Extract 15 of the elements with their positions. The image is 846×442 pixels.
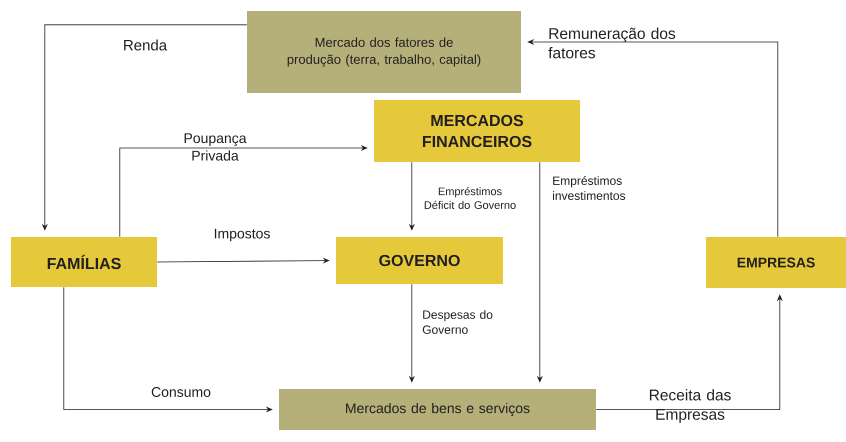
edge-label: Despesas do Governo [422, 310, 492, 334]
edge-label: Remuneração dos fatores [548, 28, 676, 58]
sector-box: EMPRESAS [706, 237, 846, 288]
edge-label: Consumo [152, 387, 210, 397]
edge-label: Empréstimos investimentos [553, 176, 626, 200]
sector-box: FAMÍLIAS [11, 237, 157, 287]
sector-box: GOVERNO [336, 237, 503, 284]
edge-label: Impostos [214, 228, 270, 242]
edge-label: Receita das Empresas [650, 389, 731, 423]
market-box: Mercados de bens e serviços [279, 389, 596, 430]
edge-label: Empréstimos Déficit do Governo [424, 187, 516, 209]
edge-label: Renda [124, 40, 168, 50]
market-box: Mercado dos fatores de produção (terra, trabalho, capital) [247, 11, 521, 93]
sector-box: MERCADOS FINANCEIROS [374, 100, 580, 162]
edge-label: Poupança Privada [184, 133, 247, 161]
